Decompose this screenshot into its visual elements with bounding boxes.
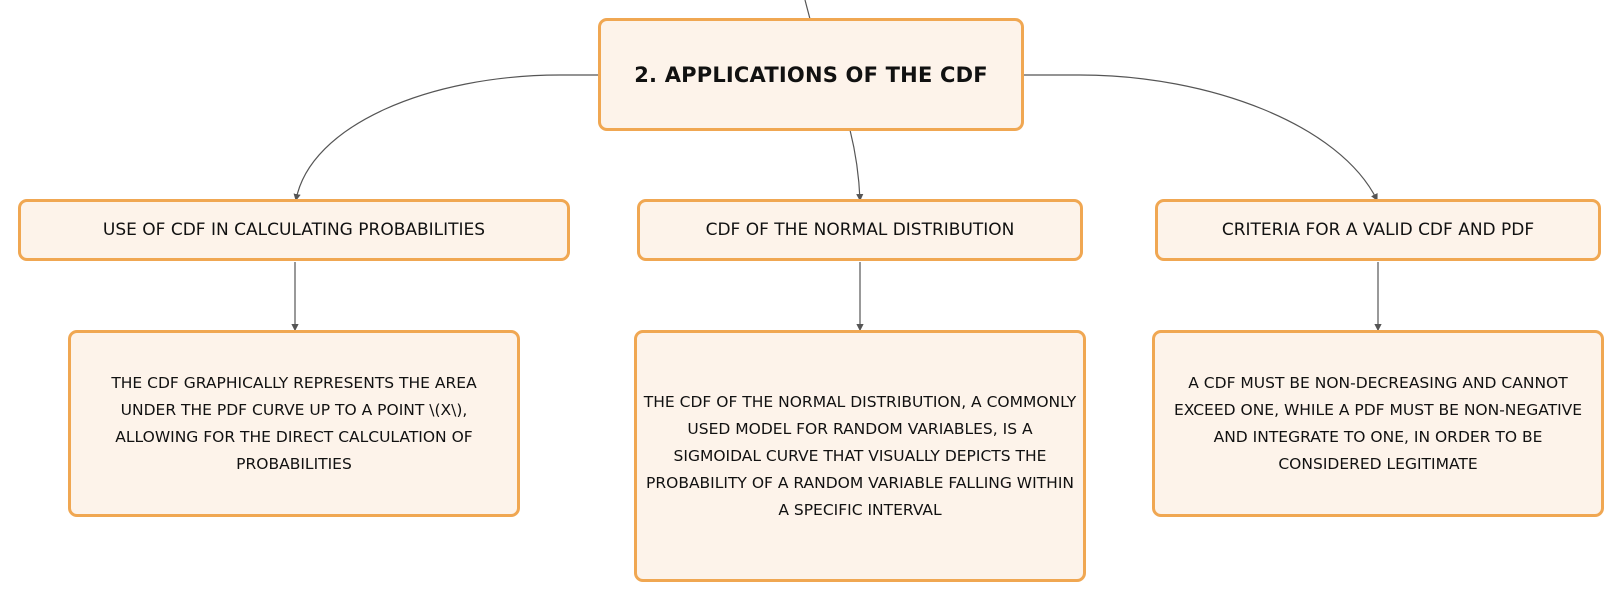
branch-node-cdf-probabilities[interactable]: USE OF CDF IN CALCULATING PROBABILITIES (18, 199, 570, 261)
connector-parent-to-root (804, 0, 811, 20)
root-node-label: 2. APPLICATIONS OF THE CDF (634, 62, 988, 87)
leaf-node-normal-distribution[interactable]: THE CDF OF THE NORMAL DISTRIBUTION, A CO… (634, 330, 1086, 582)
leaf-node-text: THE CDF OF THE NORMAL DISTRIBUTION, A CO… (643, 392, 1077, 519)
leaf-node-cdf-probabilities[interactable]: THE CDF GRAPHICALLY REPRESENTS THE AREA … (68, 330, 520, 517)
branch-node-label: CRITERIA FOR A VALID CDF AND PDF (1221, 220, 1535, 240)
leaf-node-valid-criteria[interactable]: A CDF MUST BE NON-DECREASING AND CANNOT … (1152, 330, 1604, 517)
root-node[interactable]: 2. APPLICATIONS OF THE CDF (598, 18, 1024, 131)
leaf-node-text: THE CDF GRAPHICALLY REPRESENTS THE AREA … (111, 373, 477, 473)
branch-node-label: CDF OF THE NORMAL DISTRIBUTION (705, 220, 1015, 240)
branch-node-normal-distribution[interactable]: CDF OF THE NORMAL DISTRIBUTION (637, 199, 1083, 261)
connector-root-to-branch-1 (293, 74, 600, 202)
leaf-node-text: A CDF MUST BE NON-DECREASING AND CANNOT … (1173, 373, 1583, 473)
connector-root-to-branch-3 (1024, 74, 1378, 202)
branch-node-label: USE OF CDF IN CALCULATING PROBABILITIES (102, 220, 486, 240)
branch-node-valid-criteria[interactable]: CRITERIA FOR A VALID CDF AND PDF (1155, 199, 1601, 261)
connector-root-to-branch-2 (849, 129, 864, 202)
